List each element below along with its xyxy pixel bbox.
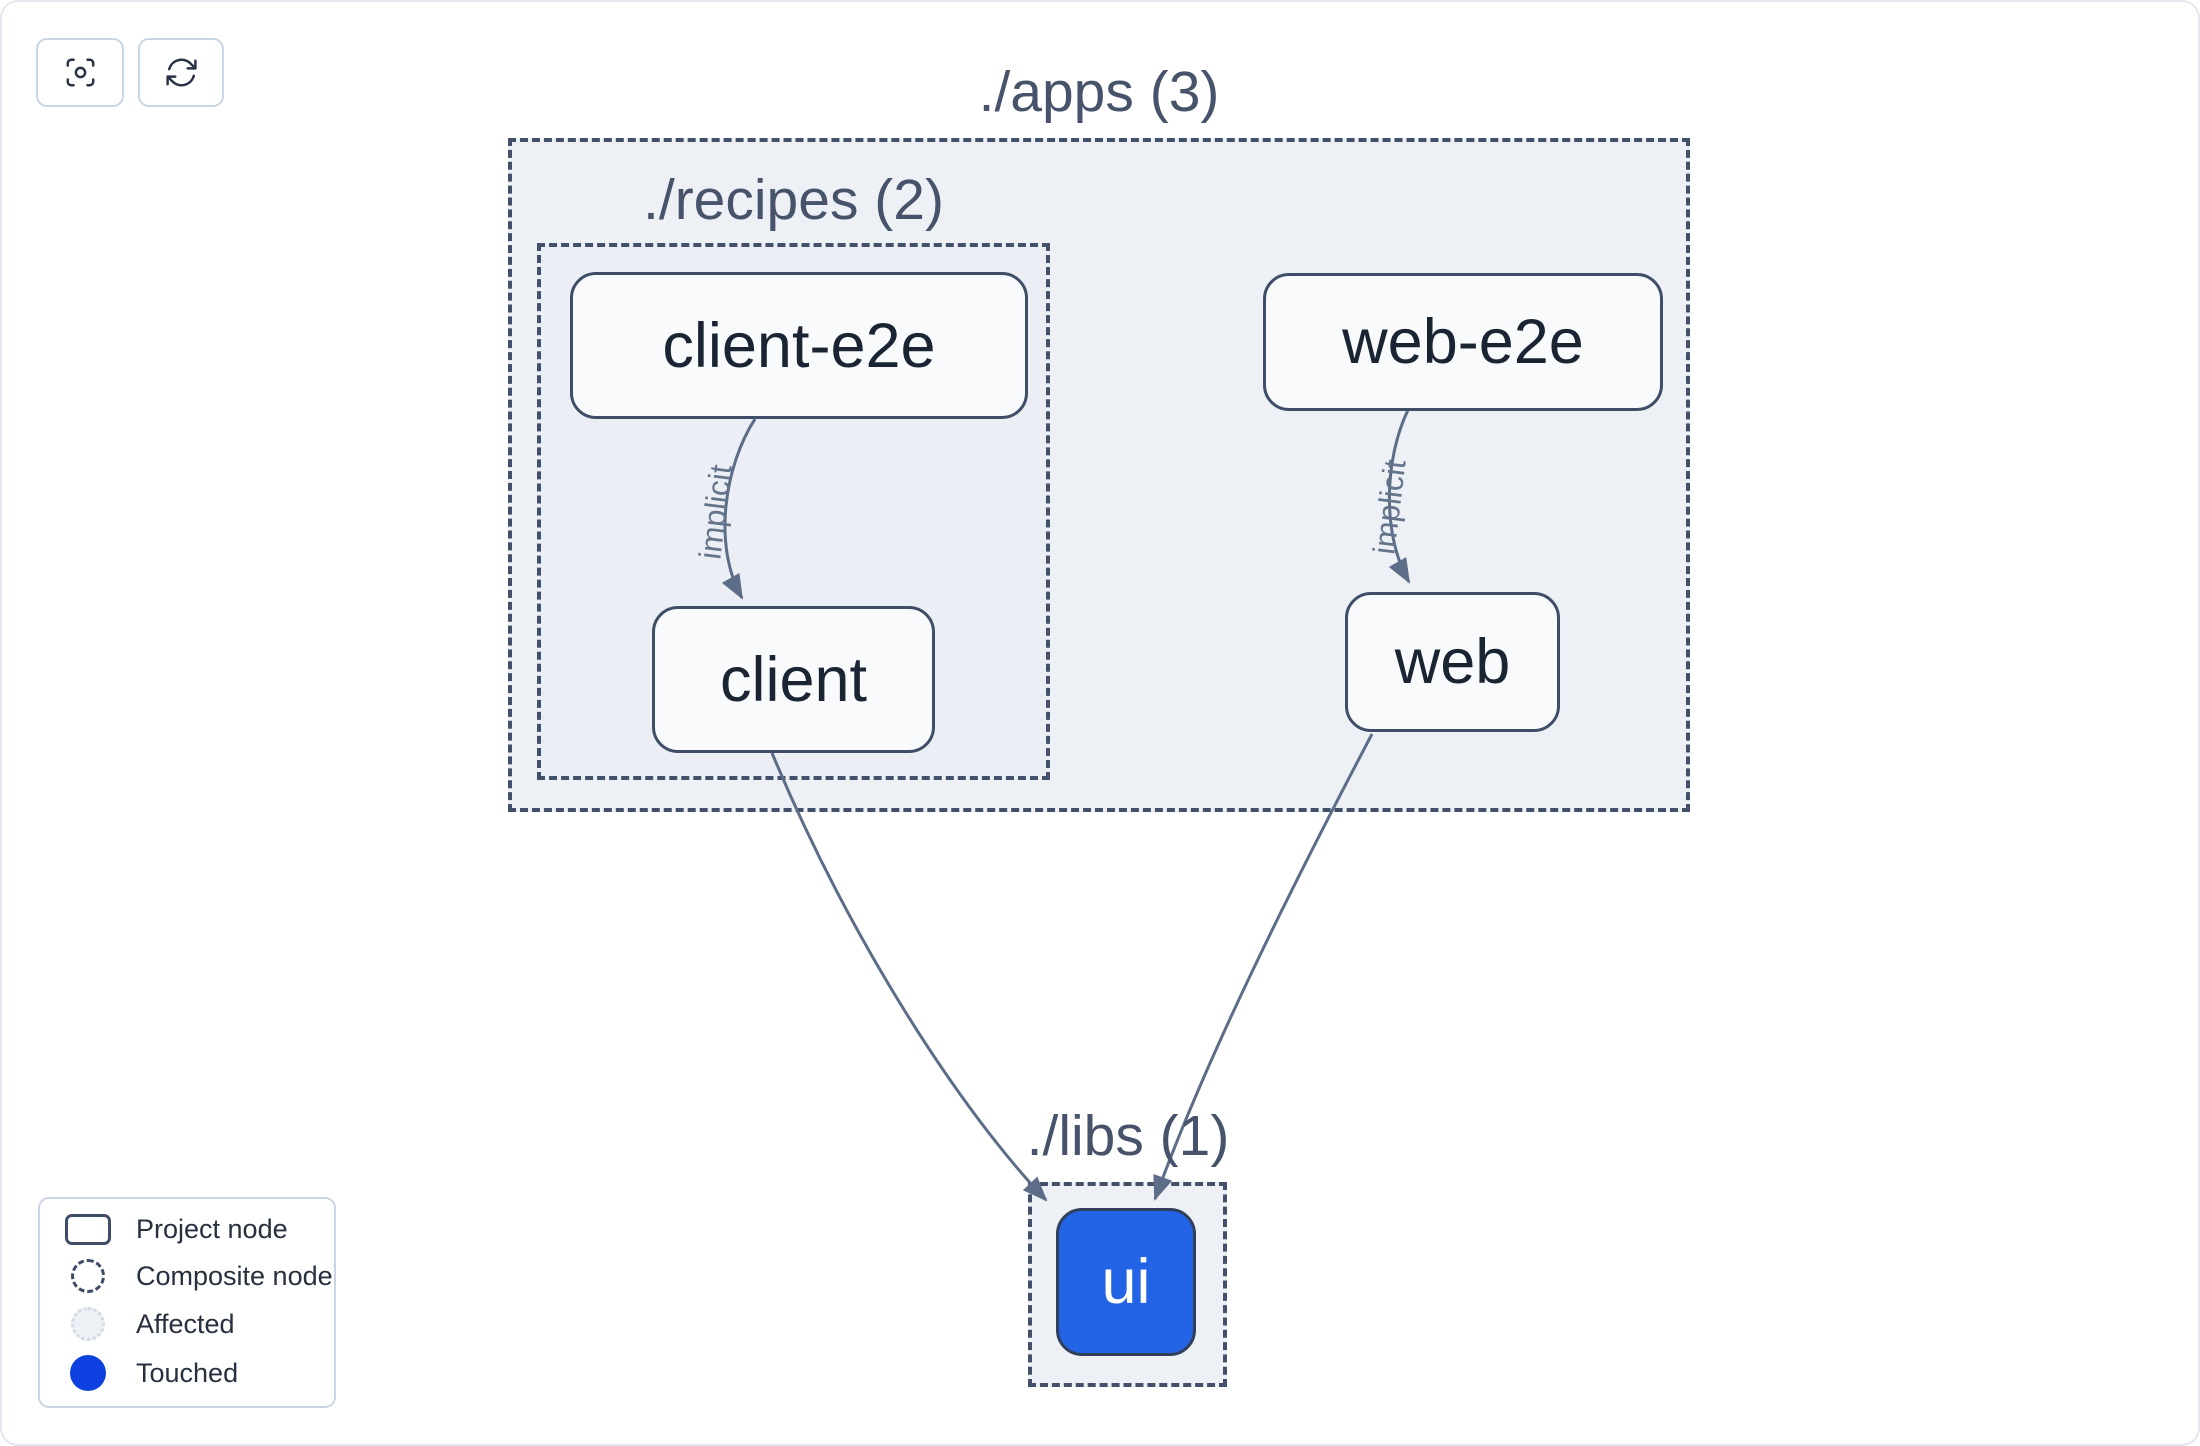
legend-label: Affected bbox=[136, 1308, 235, 1339]
legend: Project node Composite node Affected Tou… bbox=[38, 1197, 336, 1408]
node-web-e2e[interactable]: web-e2e bbox=[1263, 273, 1663, 411]
node-client-label: client bbox=[719, 644, 868, 715]
node-client-e2e[interactable]: client-e2e bbox=[570, 272, 1028, 419]
refresh-graph-button[interactable] bbox=[138, 38, 224, 107]
node-web[interactable]: web bbox=[1345, 592, 1560, 732]
node-ui-label: ui bbox=[1101, 1247, 1151, 1317]
edge-client-ui bbox=[770, 752, 1048, 1202]
group-apps-label: ./apps (3) bbox=[978, 60, 1220, 124]
project-node-swatch bbox=[65, 1214, 111, 1245]
affected-swatch bbox=[71, 1307, 105, 1341]
refresh-icon bbox=[165, 58, 197, 87]
legend-item-touched: Touched bbox=[40, 1355, 334, 1391]
composite-node-swatch bbox=[71, 1259, 105, 1293]
legend-label: Project node bbox=[136, 1214, 288, 1244]
legend-item-project-node: Project node bbox=[40, 1214, 334, 1245]
viewfinder-circle-icon bbox=[66, 58, 94, 87]
node-ui[interactable]: ui bbox=[1056, 1208, 1196, 1356]
node-web-e2e-label: web-e2e bbox=[1342, 307, 1584, 377]
group-libs-label: ./libs (1) bbox=[1026, 1104, 1230, 1168]
focus-viewport-button[interactable] bbox=[36, 38, 124, 107]
node-client[interactable]: client bbox=[652, 606, 935, 753]
node-web-label: web bbox=[1394, 627, 1511, 697]
legend-label: Touched bbox=[136, 1357, 239, 1388]
legend-item-affected: Affected bbox=[40, 1307, 334, 1341]
legend-item-composite-node: Composite node bbox=[40, 1259, 334, 1293]
node-client-e2e-label: client-e2e bbox=[662, 310, 936, 381]
touched-swatch bbox=[70, 1355, 106, 1391]
legend-label: Composite node bbox=[136, 1260, 333, 1291]
